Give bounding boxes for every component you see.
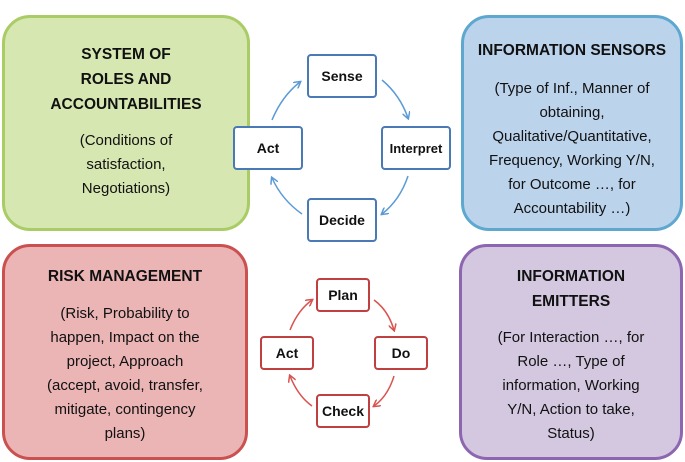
arrow-decide-act (272, 178, 303, 215)
emitters-card: INFORMATION EMITTERS (For Interaction …,… (459, 244, 683, 460)
arrow-check-act (290, 376, 313, 407)
roles-card: SYSTEM OF ROLES AND ACCOUNTABILITIES (Co… (2, 15, 250, 231)
node-check: Check (316, 394, 370, 428)
roles-body: (Conditions of satisfaction, Negotiation… (79, 132, 173, 197)
arrow-plan-do (373, 299, 394, 330)
roles-title: SYSTEM OF ROLES AND ACCOUNTABILITIES (50, 46, 202, 113)
arrow-interpret-decide (382, 175, 409, 214)
sensors-body: (Type of Inf., Manner of obtaining, Qual… (489, 80, 655, 217)
node-decide: Decide (307, 198, 377, 242)
arrow-act-plan (289, 300, 312, 331)
node-act: Act (233, 126, 303, 170)
sensors-card: INFORMATION SENSORS (Type of Inf., Manne… (461, 15, 683, 231)
risk-card: RISK MANAGEMENT (Risk, Probability to ha… (2, 244, 248, 460)
node-act-pdca: Act (260, 336, 314, 370)
node-plan: Plan (316, 278, 370, 312)
arrow-act-sense (271, 82, 300, 121)
emitters-title: INFORMATION EMITTERS (516, 268, 626, 310)
arrow-do-check (374, 375, 395, 406)
node-sense: Sense (307, 54, 377, 98)
risk-title: RISK MANAGEMENT (47, 268, 203, 285)
emitters-body: (For Interaction …, for Role …, Type of … (497, 329, 645, 442)
risk-body: (Risk, Probability to happen, Impact on … (47, 305, 203, 442)
node-interpret: Interpret (381, 126, 451, 170)
node-do: Do (374, 336, 428, 370)
arrow-sense-interpret (381, 79, 408, 118)
sensors-title: INFORMATION SENSORS (477, 42, 667, 59)
